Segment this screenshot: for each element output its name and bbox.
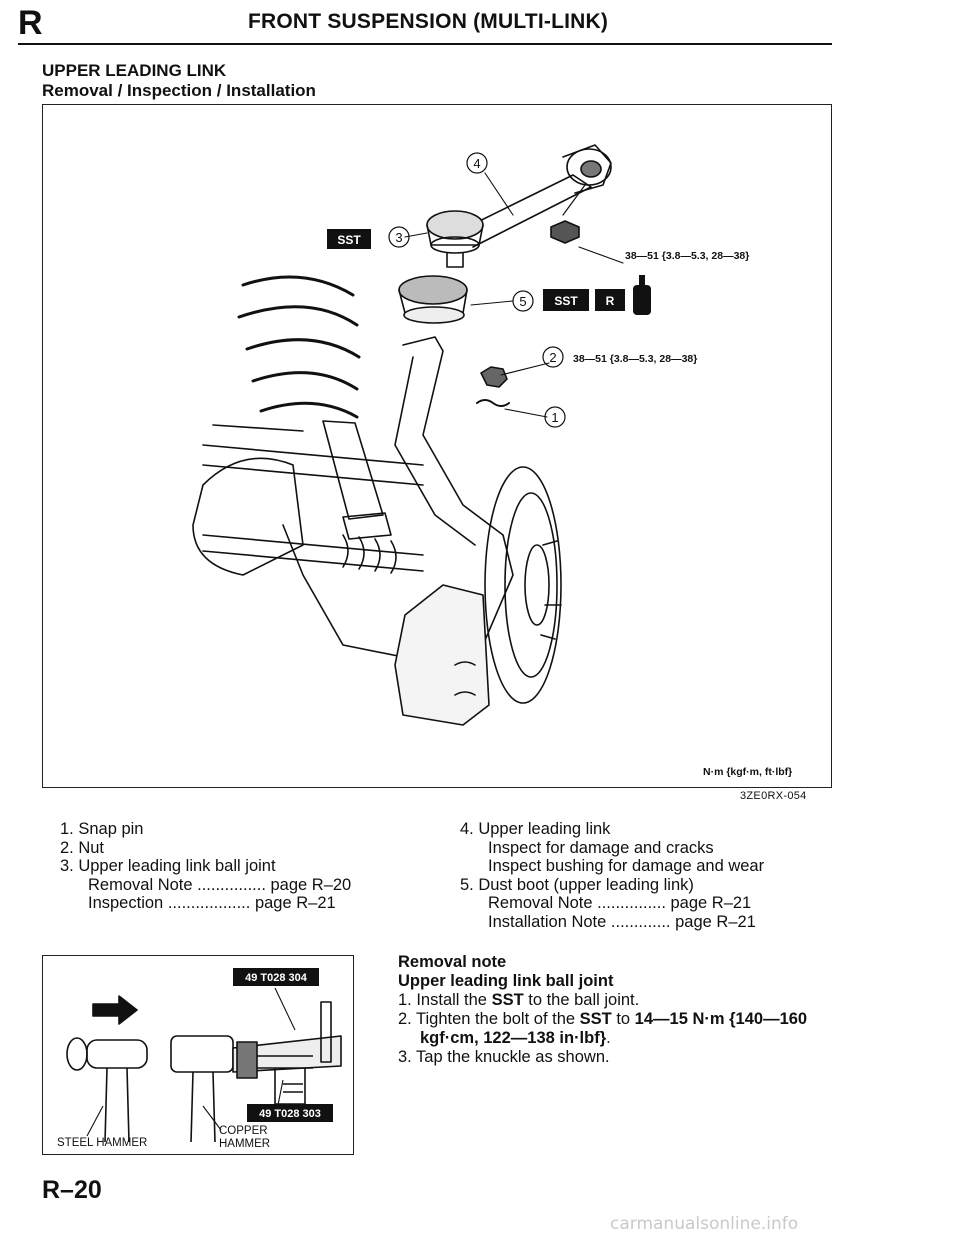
ref-page: page R–21 <box>675 912 756 931</box>
ref-label: Removal Note <box>88 875 193 894</box>
callout-5-label: 5 <box>519 294 526 309</box>
callout-1 <box>544 406 566 428</box>
svg-text:49 T028 303: 49 T028 303 <box>259 1108 321 1120</box>
ref-page: page R–21 <box>254 894 336 913</box>
tool-badge-303: 49 T028 303 <box>247 1104 333 1122</box>
list-item: 4. Upper leading link <box>460 820 611 838</box>
svg-text:SST: SST <box>337 233 361 247</box>
upper-link-arm <box>454 174 592 248</box>
callout-3-label: 3 <box>395 230 402 245</box>
list-item: 2. Nut <box>60 838 105 857</box>
section-letter: R <box>18 4 43 42</box>
list-ref: Removal Note ............... page R–21 <box>460 894 840 913</box>
section-title: UPPER LEADING LINK <box>42 61 227 80</box>
tool-badge-304: 49 T028 304 <box>233 968 319 986</box>
callout-4-label: 4 <box>473 156 480 171</box>
badge-sst-5: SST <box>543 289 589 311</box>
watermark: carmanualsonline.info <box>610 1214 799 1234</box>
callout-2-label: 2 <box>549 350 556 365</box>
parts-list-right: 4. Upper leading link Inspect for damage… <box>460 820 840 932</box>
removal-step-3: 3. Tap the knuckle as shown. <box>398 1048 610 1066</box>
page-number: R–20 <box>42 1176 102 1204</box>
badge-r: R <box>595 289 625 311</box>
ref-label: Installation Note <box>488 912 607 931</box>
torque-spec-2: 38—51 {3.8—5.3, 28—38} <box>573 353 697 365</box>
removal-note: Removal note Upper leading link ball joi… <box>398 953 838 1067</box>
suspension-drawing: 4 3 5 2 1 SST SST R 38—51 {3.8—5.3, 28—3… <box>192 144 792 778</box>
ref-dots: ............. <box>610 912 671 931</box>
torque-spec-4: 38—51 {3.8—5.3, 28—38} <box>625 250 749 262</box>
removal-heading: Removal note <box>398 953 507 971</box>
removal-step-1: 1. Install the SST to the ball joint. <box>398 991 640 1009</box>
copper-hammer-label-1: COPPER <box>219 1125 268 1137</box>
steel-hammer-head <box>86 1039 148 1069</box>
list-item: 1. Snap pin <box>60 820 144 838</box>
ref-dots: ............... <box>197 875 266 894</box>
callout-4 <box>466 152 488 174</box>
direction-arrow-icon <box>92 995 138 1025</box>
ref-dots: .................. <box>167 894 251 913</box>
ref-page: page R–20 <box>270 875 352 894</box>
copper-hammer-head <box>170 1035 234 1073</box>
svg-text:SST: SST <box>554 294 578 308</box>
list-note: Inspect for damage and cracks <box>488 838 714 857</box>
ref-label: Inspection <box>88 894 164 913</box>
hammer-illustration: 49 T028 304 49 T028 303 STEEL HAMMER COP… <box>42 955 354 1155</box>
list-ref: Removal Note ............... page R–20 <box>60 876 440 895</box>
callout-5 <box>512 290 534 312</box>
ref-dots: ............... <box>597 894 666 913</box>
units-label: N·m {kgf·m, ft·lbf} <box>703 766 792 778</box>
callout-3 <box>388 226 410 248</box>
section-heading: UPPER LEADING LINK Removal / Inspection … <box>42 61 316 101</box>
list-ref: Installation Note ............. page R–2… <box>460 913 840 932</box>
header-rule <box>18 43 832 45</box>
list-ref: Inspection .................. page R–21 <box>60 894 440 913</box>
section-subtitle: Removal / Inspection / Installation <box>42 81 316 100</box>
ref-page: page R–21 <box>670 894 752 913</box>
steel-hammer-label: STEEL HAMMER <box>57 1137 147 1149</box>
ref-label: Removal Note <box>488 894 593 913</box>
callout-2 <box>542 346 564 368</box>
list-item: 5. Dust boot (upper leading link) <box>460 875 694 894</box>
page-header-title: FRONT SUSPENSION (MULTI-LINK) <box>248 10 609 33</box>
figure-code: 3ZE0RX-054 <box>740 790 807 802</box>
removal-step-2: 2. Tighten the bolt of the SST to 14—15 … <box>398 1010 808 1047</box>
badge-sst-3: SST <box>327 229 371 249</box>
list-note: Inspect bushing for damage and wear <box>488 857 765 876</box>
svg-text:49 T028 304: 49 T028 304 <box>245 972 308 984</box>
callout-1-label: 1 <box>551 410 558 425</box>
hammer-drawing: 49 T028 304 49 T028 303 STEEL HAMMER COP… <box>57 968 342 1150</box>
removal-subheading: Upper leading link ball joint <box>398 972 614 990</box>
main-illustration: 4 3 5 2 1 SST SST R 38—51 {3.8—5.3, 28—3… <box>42 104 832 788</box>
grease-icon <box>633 275 651 315</box>
copper-hammer-label-2: HAMMER <box>219 1138 270 1150</box>
parts-list-left: 1. Snap pin 2. Nut 3. Upper leading link… <box>60 820 440 913</box>
svg-text:R: R <box>606 294 615 308</box>
list-item: 3. Upper leading link ball joint <box>60 857 276 876</box>
